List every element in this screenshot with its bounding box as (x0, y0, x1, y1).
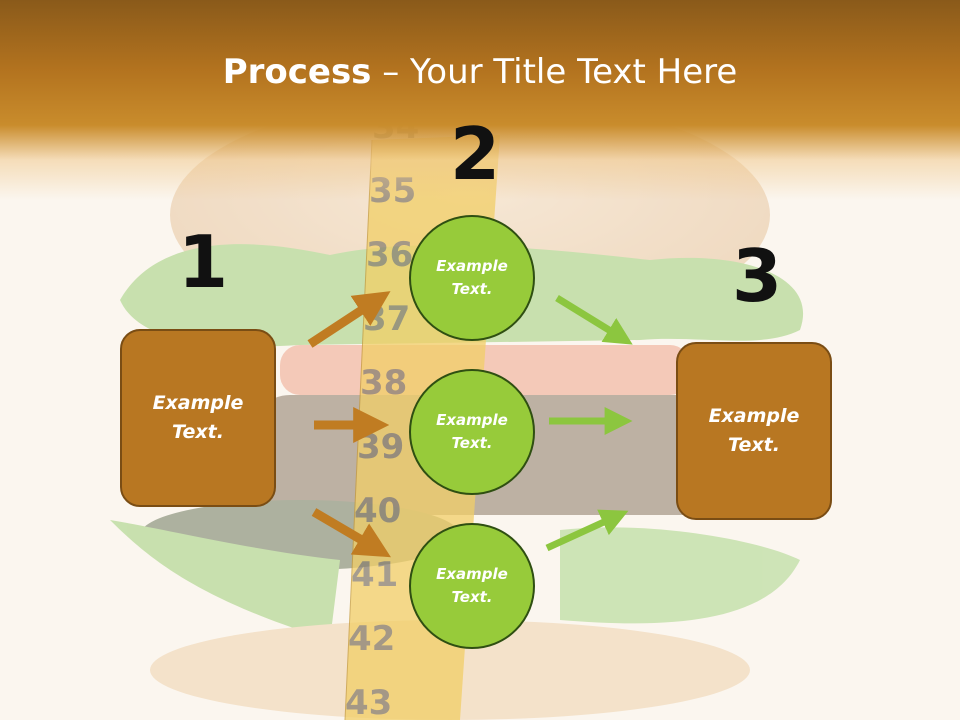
circle-top-text: Example Text. (436, 257, 508, 298)
step-number-2: 2 (450, 112, 501, 196)
arrow-circle3-to-box3 (545, 509, 629, 552)
step3-box: Example Text. (676, 342, 832, 520)
tape-number: 36 (366, 235, 413, 275)
title-bar (0, 0, 960, 200)
tape-number: 42 (348, 619, 395, 659)
tape-number: 38 (360, 363, 407, 403)
circle-middle-text: Example Text. (436, 411, 508, 452)
step1-box-text: Example Text. (152, 392, 244, 443)
step2-circle-middle: Example Text. (409, 369, 535, 495)
step-number-3: 3 (732, 234, 783, 318)
step2-circle-bottom: Example Text. (409, 523, 535, 649)
title-rest: – Your Title Text Here (371, 52, 738, 92)
arrow-circle1-to-box3 (555, 295, 633, 345)
circle-bottom-text: Example Text. (436, 565, 508, 606)
step3-box-text: Example Text. (708, 405, 800, 456)
step-number-1: 1 (178, 220, 229, 304)
arrow-box1-to-circle3 (311, 508, 391, 558)
tape-number: 41 (351, 555, 398, 595)
step1-box: Example Text. (120, 329, 276, 507)
tape-number: 43 (345, 683, 392, 720)
slide-title: Process – Your Title Text Here (0, 52, 960, 92)
step2-circle-top: Example Text. (409, 215, 535, 341)
title-bold: Process (222, 52, 372, 92)
arrow-box1-to-circle1 (307, 291, 391, 348)
